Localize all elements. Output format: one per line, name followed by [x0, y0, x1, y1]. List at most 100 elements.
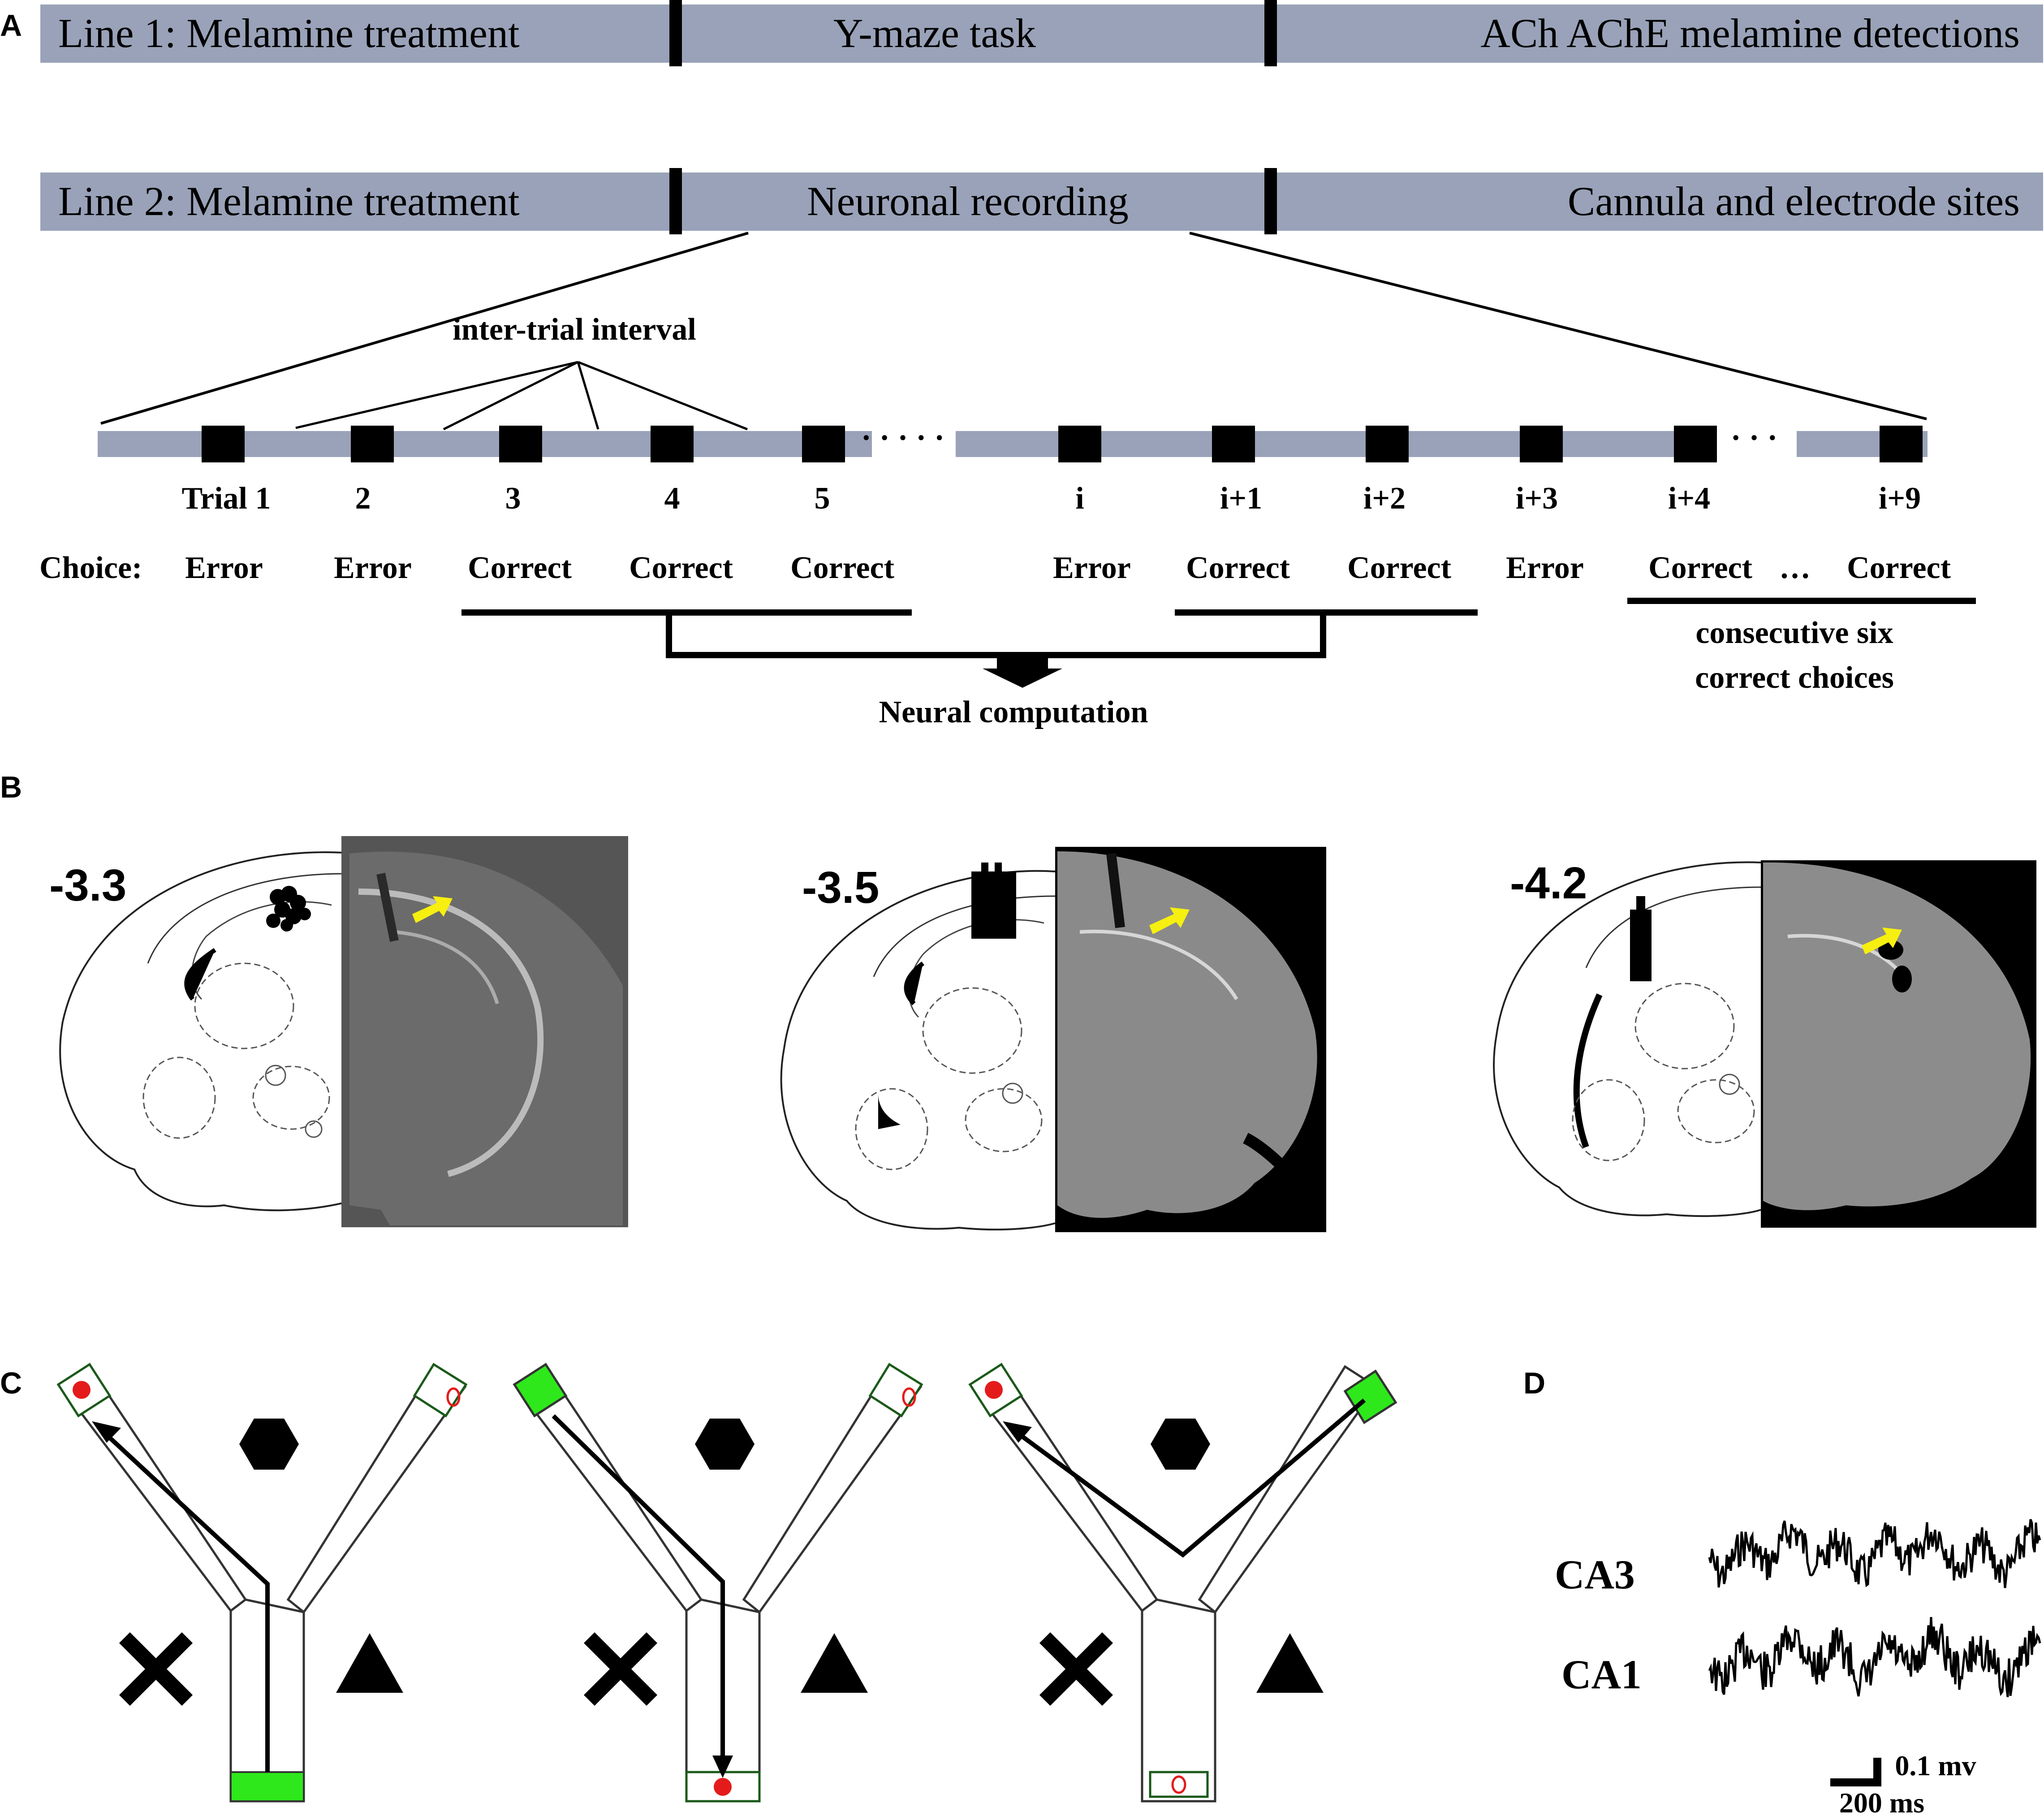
triangle-icon — [801, 1633, 868, 1693]
iti-label: inter-trial interval — [453, 312, 696, 347]
trial-box — [351, 426, 394, 462]
section-coordinate: -3.3 — [49, 860, 126, 910]
trial-sequence: · · · · · · · · — [98, 421, 1928, 462]
trial-label: i — [1075, 481, 1084, 516]
neural-computation-label: Neural computation — [879, 695, 1148, 729]
trial-box — [802, 426, 845, 462]
atlas-outline — [1493, 861, 1761, 1217]
trial-label: i+2 — [1363, 481, 1406, 516]
maze-box — [1343, 1369, 1397, 1424]
triangle-icon — [1256, 1633, 1324, 1693]
cross-icon — [583, 1632, 658, 1706]
trial-box — [1366, 426, 1409, 462]
timeline-line-1: Line 1: Melamine treatment Y-maze task A… — [40, 0, 2043, 66]
y-maze-1 — [56, 1363, 468, 1803]
trial-label: i+1 — [1220, 481, 1262, 516]
food-empty — [1171, 1775, 1186, 1794]
trial-label: 3 — [505, 481, 521, 516]
brain-section-3: -4.2 — [1493, 858, 2036, 1228]
maze-box — [868, 1363, 923, 1418]
scale-label-y: 0.1 mv — [1895, 1750, 1976, 1781]
ca1-trace — [1708, 1617, 2041, 1697]
iti-pointer-lines — [295, 361, 748, 431]
hexagon-icon — [239, 1419, 299, 1470]
choice-label: Correct — [1847, 551, 1951, 585]
choice-label: Error — [334, 551, 412, 585]
down-arrow-icon — [983, 655, 1062, 688]
panel-label-b: B — [0, 770, 22, 804]
timeline-bar-1 — [40, 4, 2043, 63]
scale-label-x: 200 ms — [1839, 1787, 1924, 1816]
trial-label: 4 — [664, 481, 680, 516]
consecutive-label-2: correct choices — [1695, 660, 1894, 695]
triangle-icon — [336, 1633, 403, 1693]
zoom-line-right — [1189, 232, 1927, 420]
choice-row: Choice: Error Error Correct Correct Corr… — [39, 551, 1951, 585]
arrowhead-icon — [92, 1421, 121, 1443]
choice-label: Correct — [1186, 551, 1290, 585]
trial-label: 2 — [355, 481, 371, 516]
line2-stage-1: Line 2: Melamine treatment — [58, 178, 520, 224]
trial-bar — [1575, 431, 1694, 457]
choice-label: Error — [185, 551, 263, 585]
electrode-site-marks — [266, 886, 311, 932]
trial-label: Trial 1 — [182, 481, 271, 516]
panel-label-d: D — [1523, 1366, 1545, 1400]
computation-bracket — [461, 609, 1478, 658]
timeline-line-2: Line 2: Melamine treatment Neuronal reco… — [40, 168, 2043, 234]
yellow-arrow-icon — [1862, 927, 1902, 954]
ca3-trace — [1708, 1519, 2041, 1588]
trial-box — [202, 426, 245, 462]
line2-stage-2: Neuronal recording — [807, 178, 1129, 224]
trial-label: i+3 — [1516, 481, 1558, 516]
trial-box — [1880, 426, 1923, 462]
separator-tick — [669, 0, 682, 66]
electrode-site-marks — [971, 863, 1016, 939]
electrode-site-marks — [1630, 896, 1652, 981]
timeline-bar-2 — [40, 173, 2043, 231]
arrowhead-icon — [712, 1756, 733, 1778]
maze-box — [230, 1771, 305, 1802]
y-maze-3 — [968, 1363, 1397, 1803]
section-coordinate: -3.5 — [802, 863, 879, 913]
yellow-arrow-icon — [1149, 907, 1190, 934]
food-filled — [73, 1381, 91, 1399]
line1-stage-2: Y-maze task — [833, 10, 1036, 56]
trial-labels: Trial 1 2 3 4 5 i i+1 i+2 i+3 i+4 i+9 — [182, 481, 1921, 516]
path-line — [552, 1414, 725, 1759]
choice-label: Correct — [629, 551, 733, 585]
choice-label: Error — [1053, 551, 1131, 585]
trial-box — [1212, 426, 1255, 462]
ellipsis-dots: · · · — [1730, 421, 1777, 455]
hexagon-icon — [695, 1419, 755, 1470]
yellow-arrow-icon — [412, 896, 453, 923]
trial-bar — [956, 431, 1582, 457]
panel-label-c: C — [0, 1366, 22, 1400]
choice-label: Correct — [468, 551, 572, 585]
trial-label: i+4 — [1668, 481, 1710, 516]
section-coordinate: -4.2 — [1510, 858, 1587, 908]
trial-box — [1520, 426, 1563, 462]
line2-stage-3: Cannula and electrode sites — [1568, 178, 2020, 224]
trial-box — [651, 426, 694, 462]
trial-box — [1058, 426, 1101, 462]
atlas-outline — [780, 870, 1056, 1231]
brain-section-1: -3.3 — [49, 836, 628, 1227]
cross-icon — [1039, 1632, 1113, 1706]
cross-icon — [119, 1632, 193, 1706]
panel-label-a: A — [0, 9, 22, 43]
consecutive-label-1: consecutive six — [1695, 616, 1893, 650]
separator-tick — [669, 168, 682, 234]
zoom-line-left — [100, 232, 749, 425]
y-maze-2 — [513, 1363, 923, 1803]
maze-box — [413, 1363, 468, 1418]
separator-tick — [1264, 0, 1277, 66]
hexagon-icon — [1151, 1419, 1210, 1470]
trace-label-ca3: CA3 — [1555, 1552, 1635, 1597]
food-filled — [714, 1778, 732, 1796]
line1-stage-3: ACh AChE melamine detections — [1481, 10, 2020, 56]
choice-label: Correct — [790, 551, 894, 585]
ellipsis-dots: · · · · · — [861, 421, 945, 455]
line1-stage-1: Line 1: Melamine treatment — [58, 10, 520, 56]
